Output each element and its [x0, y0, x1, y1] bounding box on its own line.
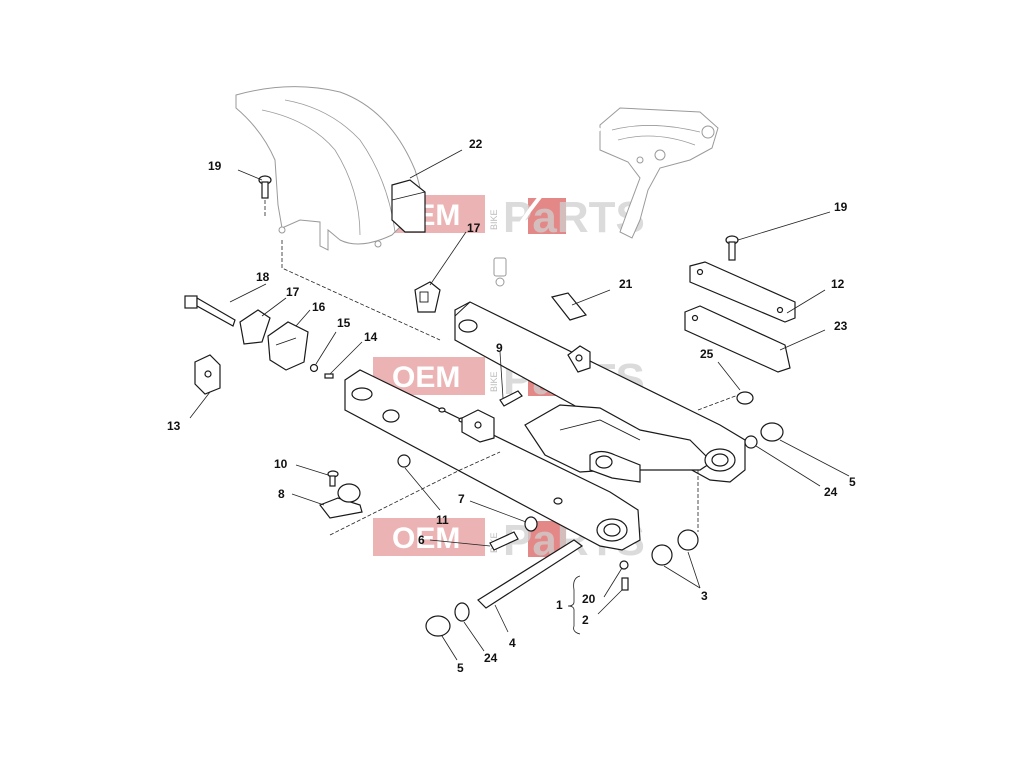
callout-21: 21 [619, 277, 633, 291]
callout-17-lower: 17 [286, 285, 300, 299]
callout-20: 20 [582, 592, 596, 606]
callout-19-right: 19 [834, 200, 848, 214]
washer-7 [524, 516, 538, 532]
ring-24-right [744, 435, 758, 449]
callout-16: 16 [312, 300, 326, 314]
cap-5-left [425, 615, 451, 637]
washers-3 [651, 529, 699, 566]
callout-1: 1 [556, 598, 563, 612]
leader-lines [189, 149, 850, 661]
callout-24-left: 24 [484, 651, 498, 665]
cap-5-right [760, 422, 784, 442]
bracket-13 [194, 354, 221, 395]
callout-19-left: 19 [208, 159, 222, 173]
callout-labels: 19 22 17 21 19 12 23 18 17 16 15 14 9 25… [167, 137, 856, 675]
callout-18: 18 [256, 270, 270, 284]
bolt-18 [184, 295, 236, 327]
block-16 [267, 321, 309, 371]
bushing-11 [397, 454, 411, 468]
callout-15: 15 [337, 316, 351, 330]
spacer-25 [736, 391, 754, 405]
chain-guide-12 [689, 261, 796, 323]
callout-2: 2 [582, 613, 589, 627]
callout-12: 12 [831, 277, 845, 291]
bolt-9 [499, 390, 523, 407]
callout-14: 14 [364, 330, 378, 344]
brake-hose-ghost [493, 126, 602, 287]
callout-8: 8 [278, 487, 285, 501]
callout-5-right: 5 [849, 475, 856, 489]
watermark-oem-text: OEM [392, 522, 460, 555]
nut-15 [309, 363, 319, 373]
bolt-6 [489, 531, 519, 551]
clip-17-lower [239, 309, 271, 345]
callout-5-left: 5 [457, 661, 464, 675]
bush-20 [619, 560, 629, 570]
callout-25: 25 [700, 347, 714, 361]
callout-11: 11 [436, 513, 449, 527]
clip-17-upper [414, 281, 441, 313]
callout-13: 13 [167, 419, 181, 433]
chain-slider-23 [684, 305, 791, 373]
pivot-axle-4 [477, 539, 584, 609]
callout-22: 22 [469, 137, 483, 151]
ring-24-left [454, 602, 470, 622]
watermark-bike-text: BIKE [489, 209, 499, 230]
watermark-oem-text: OEM [392, 361, 460, 394]
callout-3: 3 [701, 589, 708, 603]
callout-6: 6 [418, 533, 425, 547]
screw-19-left [258, 175, 272, 199]
swingarm [344, 301, 746, 551]
callout-17-upper: 17 [467, 221, 481, 235]
pad-21 [550, 292, 588, 321]
rear-hugger-fender [235, 86, 426, 251]
screw-14 [324, 373, 334, 379]
callout-23: 23 [834, 319, 848, 333]
screw-19-right [725, 235, 739, 261]
callout-24-right: 24 [824, 485, 838, 499]
frame-bracket-ghost [599, 107, 719, 239]
clamp-8 [319, 483, 363, 519]
watermark-bike-text: BIKE [489, 371, 499, 392]
callout-9: 9 [496, 341, 503, 355]
callout-10: 10 [274, 457, 288, 471]
assembly-lines [264, 200, 739, 536]
callout-7: 7 [458, 492, 465, 506]
screw-10 [327, 470, 339, 487]
screw-2 [621, 577, 629, 591]
callout-4: 4 [509, 636, 516, 650]
